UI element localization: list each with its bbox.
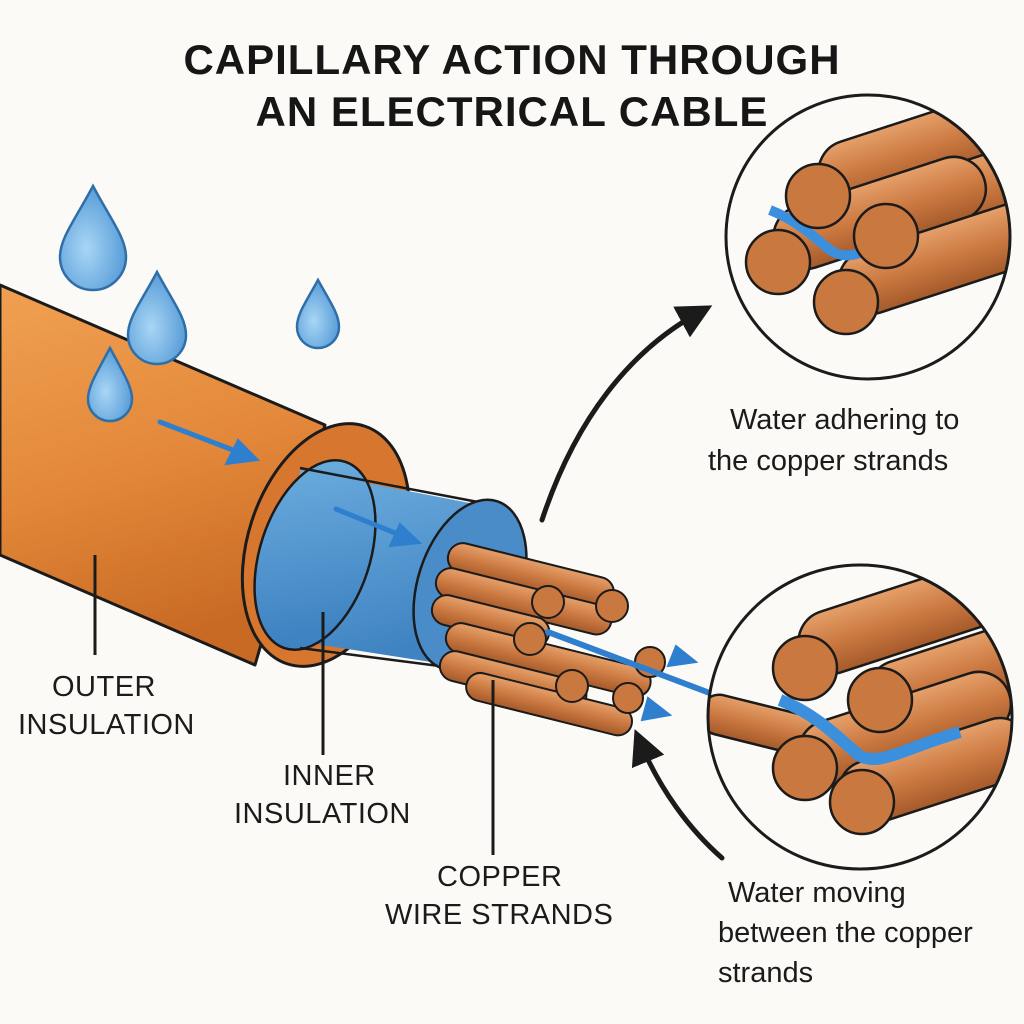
water-drop-icon <box>295 277 341 350</box>
leader-lines <box>93 555 495 855</box>
label-copper-line2: WIRE STRANDS <box>385 899 614 931</box>
detail-moving-circle <box>706 563 1014 871</box>
label-outer-line1: OUTER <box>52 671 156 703</box>
water-drop-icon <box>126 269 188 366</box>
callout-adhering-line1: Water adhering to <box>730 404 960 436</box>
label-copper-line1: COPPER <box>437 861 563 893</box>
water-drop-icon <box>86 345 134 423</box>
water-drop-icon <box>58 183 128 292</box>
callout-adhering-line2: the copper strands <box>708 445 949 477</box>
callout-moving-line3: strands <box>718 957 814 989</box>
page-title-line1: CAPILLARY ACTION THROUGH <box>183 36 841 83</box>
water-drops <box>58 183 341 423</box>
page-title-line2: AN ELECTRICAL CABLE <box>255 88 769 135</box>
callout-moving-line1: Water moving <box>728 877 906 909</box>
callout-arrows <box>539 305 725 861</box>
label-outer-line2: INSULATION <box>18 709 195 741</box>
copper-strands <box>430 542 666 737</box>
label-inner-line2: INSULATION <box>234 798 411 830</box>
label-inner-line1: INNER <box>283 760 376 792</box>
callout-moving-line2: between the copper <box>718 917 973 949</box>
